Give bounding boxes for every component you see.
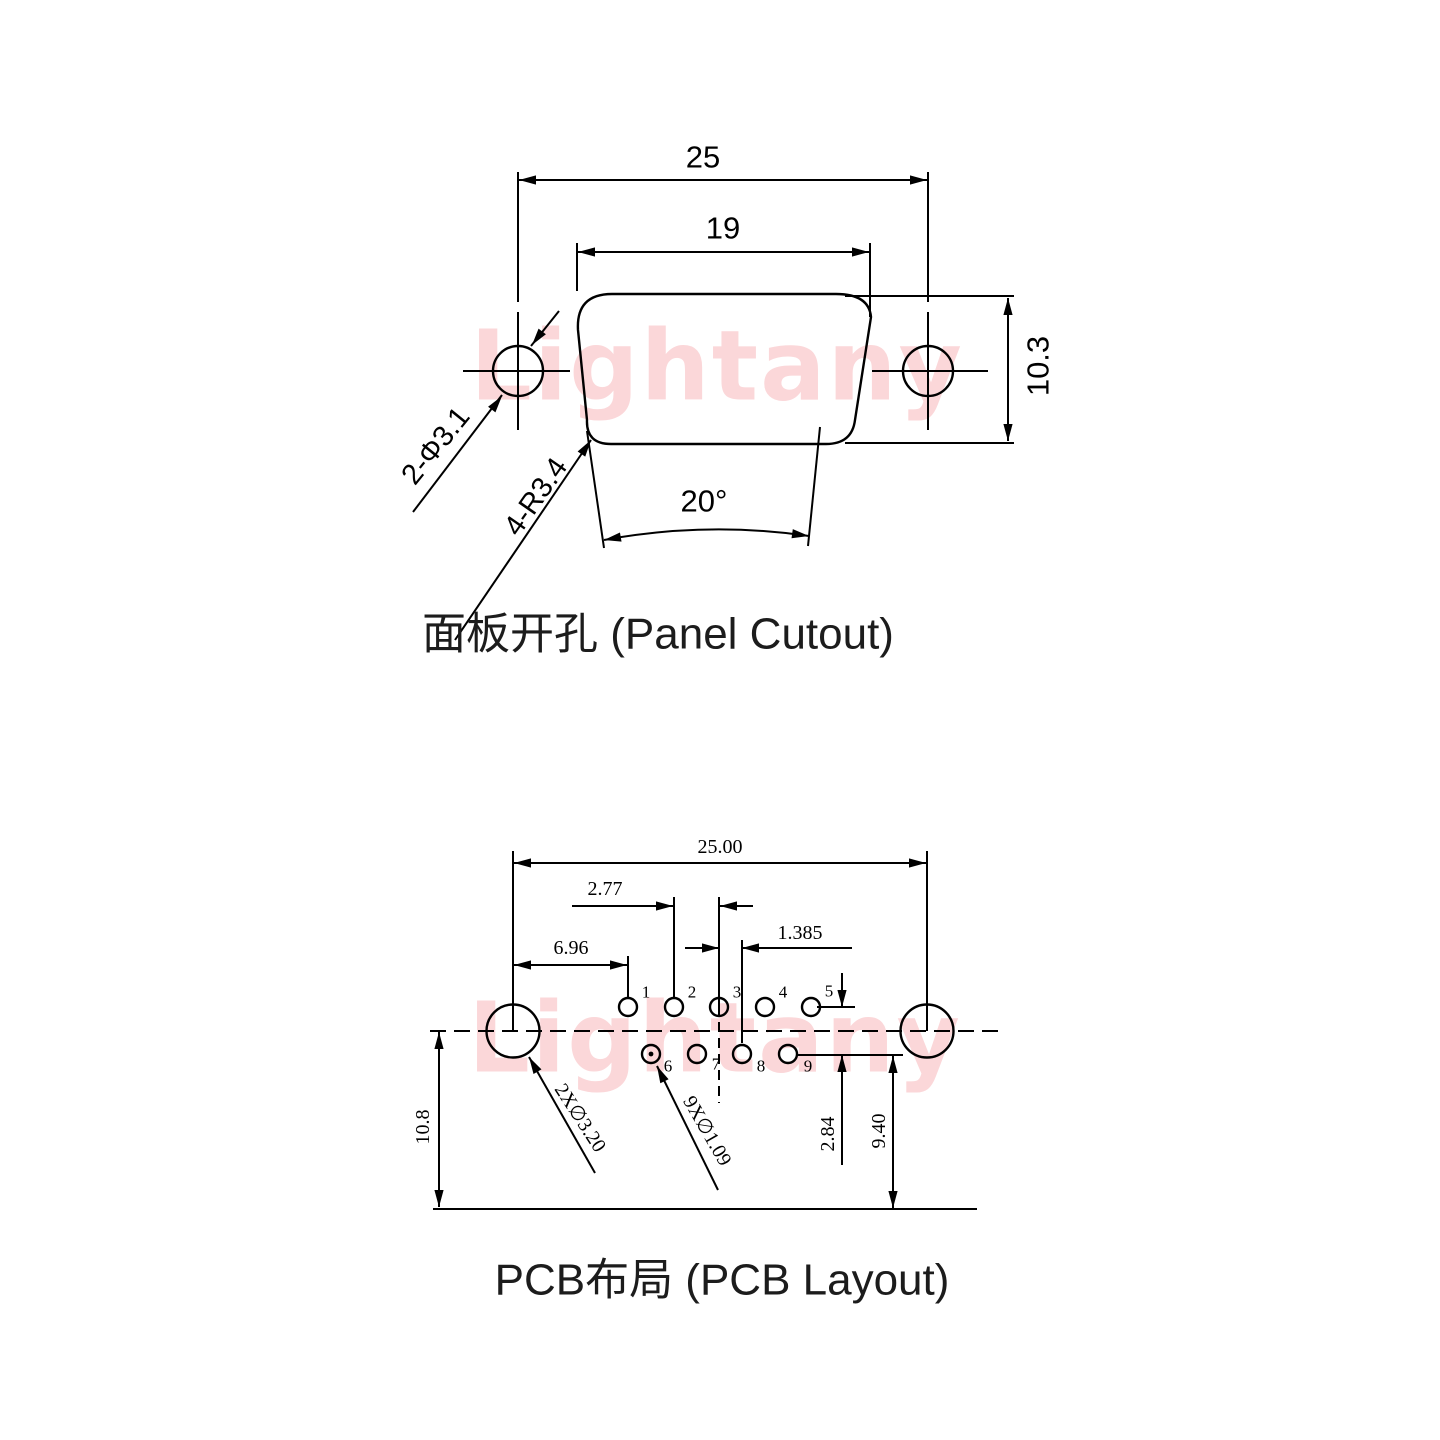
dim-label-25-00: 25.00 xyxy=(698,836,743,858)
dim-label-25: 25 xyxy=(686,140,720,175)
pin-label-2: 2 xyxy=(688,983,697,1002)
label-pcb-pin-holes: 9X∅1.09 xyxy=(678,1092,735,1170)
watermark-text-top: Lightany xyxy=(470,310,964,423)
dim-label-9-40: 9.40 xyxy=(868,1114,890,1149)
dimension-2-84: 2.84 xyxy=(797,973,903,1165)
dimension-9-40: 9.40 xyxy=(868,1056,898,1208)
dim-label-20deg: 20° xyxy=(681,484,728,519)
dim-label-10-8: 10.8 xyxy=(412,1110,434,1145)
panel-cutout-drawing: 25 19 10.3 20° xyxy=(395,140,1055,659)
dim-label-2-84: 2.84 xyxy=(817,1117,839,1152)
panel-cutout-outline xyxy=(576,292,873,446)
pin-6-center-dot xyxy=(648,1051,654,1057)
pcb-layout-title: PCB布局 (PCB Layout) xyxy=(495,1256,950,1305)
panel-cutout-title: 面板开孔 (Panel Cutout) xyxy=(422,610,894,659)
dimension-2-77: 2.77 xyxy=(572,878,753,1103)
dimension-25: 25 xyxy=(517,140,929,430)
dim-label-10-3: 10.3 xyxy=(1021,336,1056,396)
label-corner-radius: 4-R3.4 xyxy=(498,452,574,542)
dimension-angle-20: 20° xyxy=(586,426,821,549)
dimension-10-3: 10.3 xyxy=(845,295,1056,444)
pin-label-3: 3 xyxy=(733,983,742,1002)
dim-label-1-385: 1.385 xyxy=(778,922,823,944)
dimension-1-385: 1.385 xyxy=(685,922,852,1043)
dimension-25-00: 25.00 xyxy=(512,836,928,1031)
pin-label-6: 6 xyxy=(664,1057,673,1076)
dimension-10-8: 10.8 xyxy=(412,1032,444,1207)
pin-label-1: 1 xyxy=(642,983,651,1002)
pin-label-4: 4 xyxy=(779,983,788,1002)
pin-label-9: 9 xyxy=(804,1057,813,1076)
pin-label-8: 8 xyxy=(757,1057,766,1076)
dim-label-2-77: 2.77 xyxy=(588,878,623,900)
dimension-19: 19 xyxy=(576,211,871,317)
dim-label-6-96: 6.96 xyxy=(554,937,589,959)
dim-label-19: 19 xyxy=(706,211,740,246)
pin-label-7: 7 xyxy=(712,1055,721,1074)
dimension-6-96: 6.96 xyxy=(514,937,629,997)
pin-label-5: 5 xyxy=(825,982,834,1001)
pcb-pin-row-2: 6 7 8 9 xyxy=(640,1043,813,1076)
